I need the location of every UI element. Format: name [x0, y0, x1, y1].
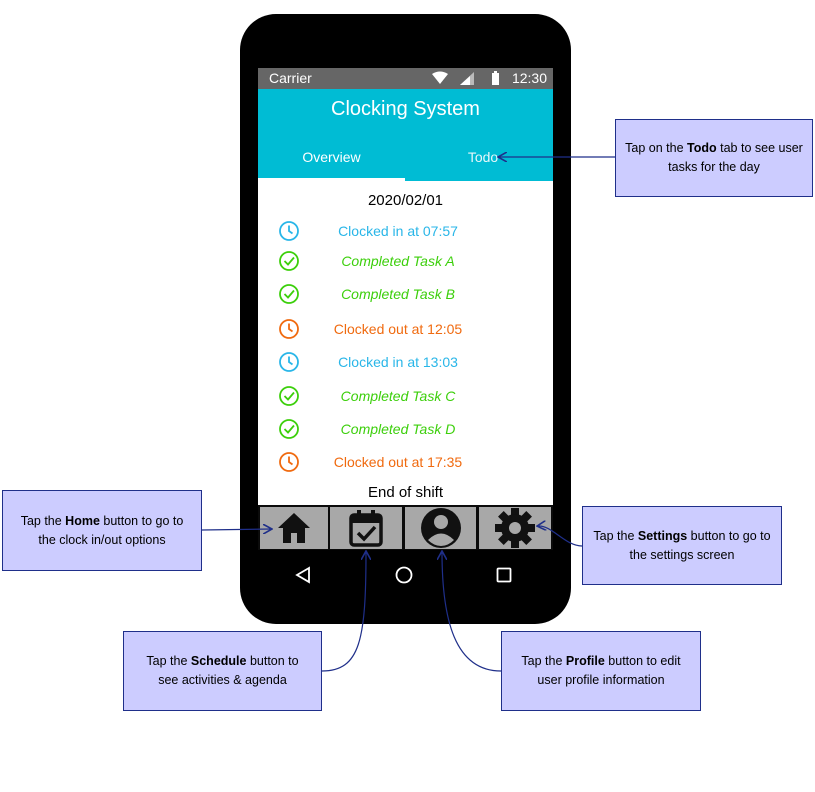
activity-text: Clocked in at 07:57 [338, 223, 458, 239]
signal-icon [460, 72, 474, 85]
callout-profile-pre: Tap the [521, 654, 566, 669]
callout-schedule-post: button to see activities & agenda [158, 654, 299, 687]
callout-profile-post: button to edit user profile information [537, 654, 681, 687]
callout-schedule-bold: Schedule [190, 654, 247, 669]
account-icon [420, 508, 461, 548]
carrier-label: Carrier [269, 70, 312, 86]
activity-text: Clocked in at 13:03 [338, 354, 458, 370]
activity-text: Completed Task A [341, 253, 455, 269]
date-label: 2020/02/01 [367, 192, 444, 209]
activity-item: Clocked in at 07:57 [258, 220, 553, 244]
activity-item: Clocked out at 12:05 [258, 318, 553, 342]
activity-item: Completed Task C [258, 385, 553, 409]
callout-todo-bold: Todo [687, 141, 717, 156]
callout-settings-bold: Settings [637, 528, 688, 543]
home-button[interactable] [260, 507, 328, 549]
profile-button[interactable] [405, 507, 476, 549]
tab-overview[interactable]: Overview [258, 135, 405, 181]
activity-text: Completed Task D [340, 421, 456, 437]
clock-icon [279, 319, 299, 339]
activity-item: Clocked in at 13:03 [258, 351, 553, 375]
gear-icon [495, 508, 535, 548]
callout-todo-post: tab to see user tasks for the day [668, 141, 803, 174]
callout-settings-pre: Tap the [593, 528, 638, 543]
callout-home: Tap the Home button to go to the clock i… [2, 490, 202, 571]
settings-button[interactable] [479, 507, 551, 549]
callout-todo-pre: Tap on the [625, 141, 688, 156]
activity-text: Clocked out at 17:35 [333, 454, 463, 470]
bottom-nav [258, 505, 553, 550]
clock-icon [279, 452, 299, 472]
tab-todo[interactable]: Todo [467, 149, 499, 165]
check-circle-icon [279, 284, 299, 304]
home-softkey-icon[interactable] [394, 565, 414, 585]
home-icon [278, 513, 310, 543]
softkeys-bar [258, 558, 553, 592]
callout-home-post: button to go to the clock in/out options [38, 513, 184, 547]
clock-time: 12:30 [511, 70, 547, 86]
calendar-check-icon [349, 510, 383, 547]
clock-icon [279, 221, 299, 241]
app-title: Clocking System [331, 98, 480, 120]
callout-profile: Tap the Profile button to edit user prof… [501, 631, 701, 711]
wifi-icon [432, 71, 448, 84]
callout-home-bold: Home [65, 513, 100, 528]
schedule-button[interactable] [330, 507, 402, 549]
status-bar: Carrier 12:30 [258, 68, 553, 89]
check-circle-icon [279, 419, 299, 439]
activity-text: Completed Task C [340, 388, 456, 404]
activity-item: Clocked out at 17:35 [258, 451, 553, 475]
back-icon[interactable] [294, 566, 312, 584]
callout-home-pre: Tap the [20, 513, 66, 528]
check-circle-icon [279, 386, 299, 406]
phone-screen: Carrier 12:30 Clocking System Overview T… [258, 68, 553, 550]
status-icons [432, 71, 499, 85]
end-of-shift-label: End of shift [367, 484, 444, 501]
activity-item: Completed Task B [258, 283, 553, 307]
clock-icon [279, 352, 299, 372]
callout-settings-post: button to go to the settings screen [629, 528, 771, 562]
recents-icon[interactable] [495, 566, 513, 584]
activity-item: Completed Task D [258, 418, 553, 442]
check-circle-icon [279, 251, 299, 271]
activity-item: Completed Task A [258, 250, 553, 274]
callout-profile-bold: Profile [565, 654, 605, 669]
app-header: Clocking System Overview Todo [258, 89, 553, 181]
callout-schedule: Tap the Schedule button to see activitie… [123, 631, 322, 711]
battery-icon [492, 71, 499, 85]
activity-text: Completed Task B [341, 286, 455, 302]
callout-schedule-pre: Tap the [146, 654, 191, 669]
callout-settings: Tap the Settings button to go to the set… [582, 506, 782, 585]
callout-todo: Tap on the Todo tab to see user tasks fo… [615, 119, 813, 197]
activity-text: Clocked out at 12:05 [333, 321, 463, 337]
